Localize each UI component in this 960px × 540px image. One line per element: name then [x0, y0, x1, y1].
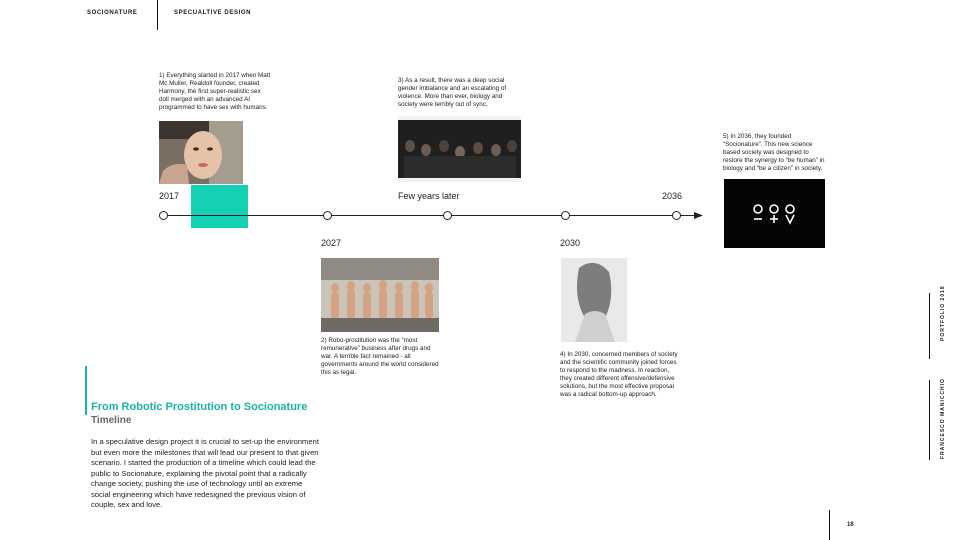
section-body: In a speculative design project it is cr…	[91, 437, 319, 509]
caption-3: 3) As a result, there was a deep social …	[398, 77, 507, 108]
header-project-name: SOCIONATURE	[87, 10, 138, 16]
year-2030: 2030	[560, 238, 581, 248]
year-2017: 2017	[159, 191, 180, 201]
page-number: 16	[847, 522, 854, 528]
harmony-doll-photo	[159, 121, 243, 184]
crowd-riot-photo	[398, 116, 521, 182]
doll-factory-photo	[321, 258, 439, 332]
accent-block	[191, 185, 248, 228]
header-divider	[157, 0, 158, 30]
socionature-logo-block	[724, 179, 825, 248]
timeline-node-2030	[561, 211, 570, 220]
section-title: From Robotic Prostitution to Socionature	[91, 401, 308, 413]
section-subtitle: Timeline	[91, 415, 132, 426]
footer-divider	[829, 510, 830, 540]
timeline-arrow-icon	[694, 212, 703, 219]
woman-back-photo	[561, 258, 627, 342]
label-few-years-later: Few years later	[398, 191, 460, 201]
side-portfolio-label: PORTFOLIO 2018	[940, 285, 946, 341]
year-2027: 2027	[321, 238, 342, 248]
accent-bar	[85, 366, 87, 415]
caption-5: 5) In 2036, they founded “Socionature”. …	[723, 133, 825, 172]
socionature-symbol-icon	[753, 204, 795, 225]
timeline-node-2027	[323, 211, 332, 220]
caption-1: 1) Everything started in 2017 when Matt …	[159, 72, 271, 111]
side-rule-bottom	[929, 380, 930, 460]
caption-2: 2) Robo-prostitution was the “most remun…	[321, 337, 439, 376]
header-section-name: SPECUALTIVE DESIGN	[174, 10, 252, 16]
side-author-label: FRANCESCO MANICCHIO	[940, 378, 946, 459]
year-2036: 2036	[662, 191, 683, 201]
timeline-node-few-years	[443, 211, 452, 220]
timeline-node-2017	[159, 211, 168, 220]
timeline-node-2036	[672, 211, 681, 220]
caption-4: 4) In 2030, concerned members of society…	[560, 351, 678, 398]
side-rule-top	[929, 293, 930, 359]
timeline-line	[164, 215, 696, 216]
